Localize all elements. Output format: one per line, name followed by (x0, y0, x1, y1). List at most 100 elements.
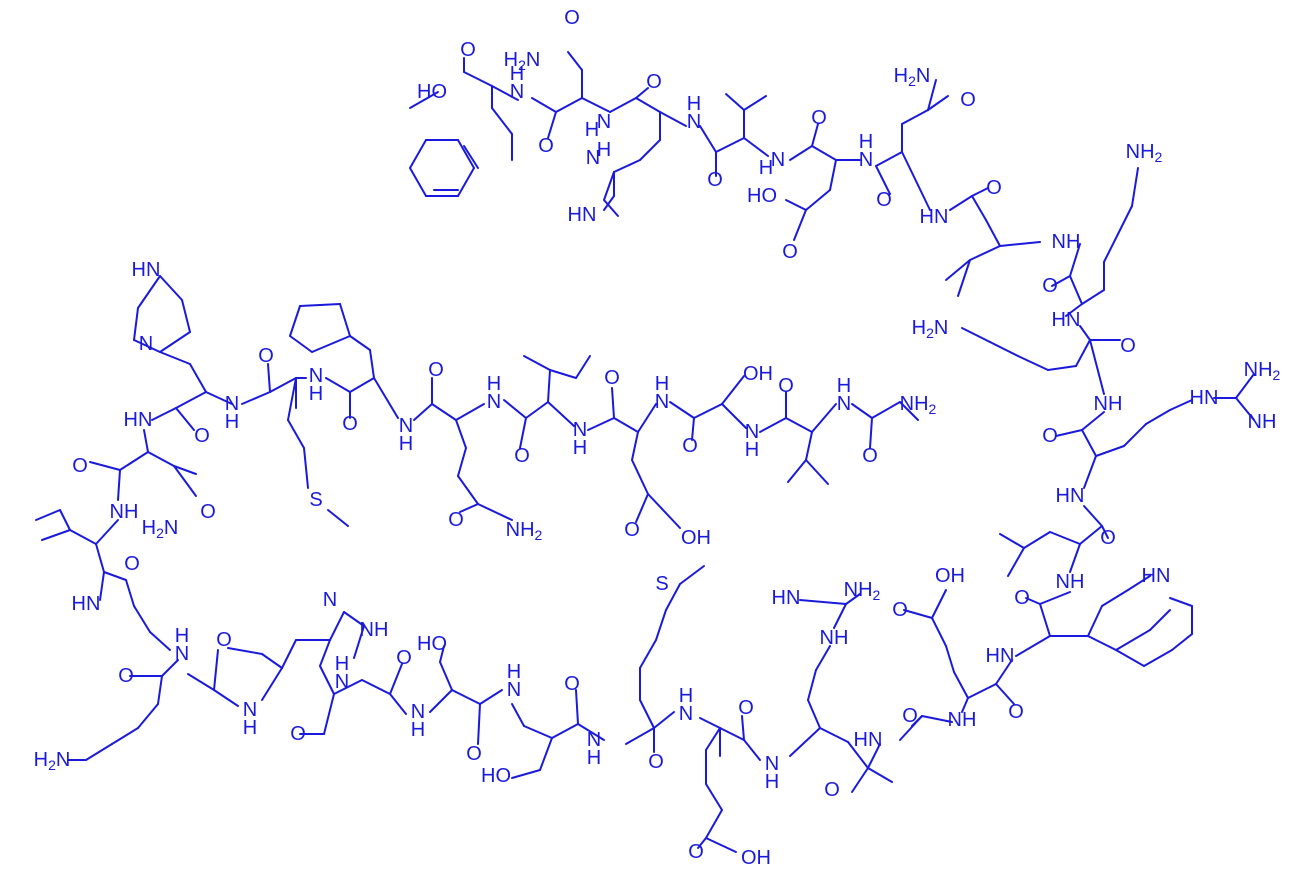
atom-label: O (707, 169, 723, 191)
atom-label: N (139, 333, 153, 355)
bond-line (647, 493, 681, 529)
atom-label: O (118, 665, 134, 687)
atom-label: H (399, 433, 413, 455)
bond-line (1069, 243, 1081, 277)
bond-line (625, 727, 655, 745)
bond-line (811, 123, 819, 147)
bond-line (603, 195, 615, 211)
atom-label: N (399, 415, 413, 437)
atom-label: O (396, 647, 412, 669)
bond-line (1235, 373, 1255, 399)
bond-line (103, 571, 127, 581)
bond-line (867, 767, 893, 783)
atom-label: O (648, 751, 664, 773)
bond-line (95, 543, 105, 573)
bond-line (635, 97, 661, 113)
bond-layer (35, 51, 1255, 853)
atom-label: H (225, 411, 239, 433)
bond-line (691, 417, 695, 441)
bond-line (1127, 575, 1151, 591)
bond-line (603, 171, 615, 201)
bond-line (787, 459, 807, 483)
bond-line (785, 199, 807, 211)
bond-line (1123, 423, 1147, 447)
bond-line (85, 743, 113, 761)
bond-line (1115, 629, 1151, 651)
bond-line (715, 137, 745, 153)
bond-line (1101, 525, 1109, 539)
bond-line (705, 727, 721, 751)
bond-line (1087, 605, 1103, 637)
atom-label: H (411, 719, 425, 741)
atom-label: NH (1056, 571, 1085, 593)
bond-line (807, 669, 817, 701)
atom-label: O (258, 345, 274, 367)
bond-line (1023, 531, 1051, 549)
bond-line (1007, 547, 1025, 577)
bond-line (333, 679, 363, 695)
bond-line (705, 837, 737, 853)
bond-line (1169, 597, 1193, 607)
atom-label: H2N (34, 749, 71, 773)
bond-line (989, 341, 1019, 357)
atom-label: N (679, 703, 693, 725)
bond-line (523, 725, 553, 739)
bond-line (805, 459, 829, 485)
bond-line (815, 645, 831, 671)
bond-line (409, 91, 439, 109)
atom-label: H (597, 139, 611, 161)
bond-line (477, 703, 481, 745)
atom-label: H (759, 157, 773, 179)
atom-label: HO (481, 765, 511, 787)
atom-label: O (892, 599, 908, 621)
atom-label: N (411, 701, 425, 723)
bond-line (491, 85, 519, 101)
atom-label: O (738, 697, 754, 719)
atom-label: O (902, 705, 918, 727)
atom-label: HN (1056, 485, 1085, 507)
atom-label: O (1014, 587, 1030, 609)
atom-label: O (342, 413, 358, 435)
bond-line (189, 363, 207, 393)
atom-label: H (679, 685, 693, 707)
bond-line (567, 51, 583, 71)
atom-label: O (466, 743, 482, 765)
bond-line (1039, 591, 1071, 605)
atom-label: N (225, 393, 239, 415)
atom-label: H (687, 93, 701, 115)
bond-line (455, 403, 485, 421)
bond-line (413, 403, 433, 421)
bond-line (1069, 275, 1083, 305)
bond-line (451, 689, 481, 705)
atom-label: N (587, 729, 601, 751)
bond-line (133, 307, 139, 341)
atom-label: O (1100, 527, 1116, 549)
bond-line (1069, 543, 1081, 573)
bond-line (439, 661, 453, 691)
atom-label: NH (360, 619, 389, 641)
atom-label: N (771, 149, 785, 171)
bond-line (903, 609, 933, 619)
bond-line (205, 391, 233, 405)
bond-line (833, 603, 847, 629)
bond-line (143, 429, 149, 453)
atom-label: H (837, 375, 851, 397)
bond-line (299, 303, 341, 307)
bond-line (187, 673, 215, 691)
atom-label: NH (110, 501, 139, 523)
bond-line (339, 303, 351, 337)
bond-line (1047, 365, 1077, 371)
bond-line (175, 407, 195, 431)
bond-line (961, 327, 991, 343)
bond-line (1143, 649, 1173, 667)
bond-line (741, 715, 745, 741)
bond-line (851, 767, 869, 793)
bond-line (151, 407, 177, 421)
bond-line (609, 97, 637, 113)
atom-label: O (682, 435, 698, 457)
bond-line (137, 703, 159, 729)
bond-line (575, 355, 591, 379)
atom-label: HN (124, 409, 153, 431)
atom-label: O (811, 107, 827, 129)
bond-line (329, 611, 345, 641)
